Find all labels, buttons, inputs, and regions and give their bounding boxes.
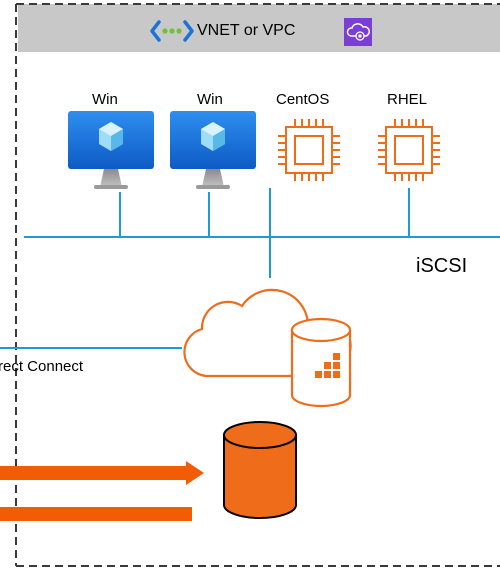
aws-instance-icon bbox=[378, 119, 440, 181]
database-cylinder-icon bbox=[223, 421, 297, 519]
machine-label-rhel: RHEL bbox=[387, 91, 428, 108]
machine-label-win-2: Win bbox=[197, 91, 223, 108]
iscsi-label: iSCSI bbox=[416, 255, 468, 277]
vpc-cloud-icon bbox=[344, 18, 372, 46]
network-bus bbox=[0, 188, 500, 349]
data-flow-arrow bbox=[0, 461, 204, 485]
data-flow-bar bbox=[0, 507, 192, 521]
machine-label-win-1: Win bbox=[92, 91, 118, 108]
direct-connect-label: rect Connect bbox=[0, 358, 84, 375]
azure-vm-icon bbox=[68, 111, 154, 189]
azure-vm-icon bbox=[170, 111, 256, 189]
machine-label-centos: CentOS bbox=[276, 91, 330, 108]
vpc-title: VNET or VPC bbox=[197, 22, 296, 39]
virtual-network-icon bbox=[150, 20, 194, 42]
aws-instance-icon bbox=[278, 119, 340, 181]
header-band bbox=[18, 4, 500, 52]
cloud-storage-gateway-icon bbox=[183, 288, 352, 408]
